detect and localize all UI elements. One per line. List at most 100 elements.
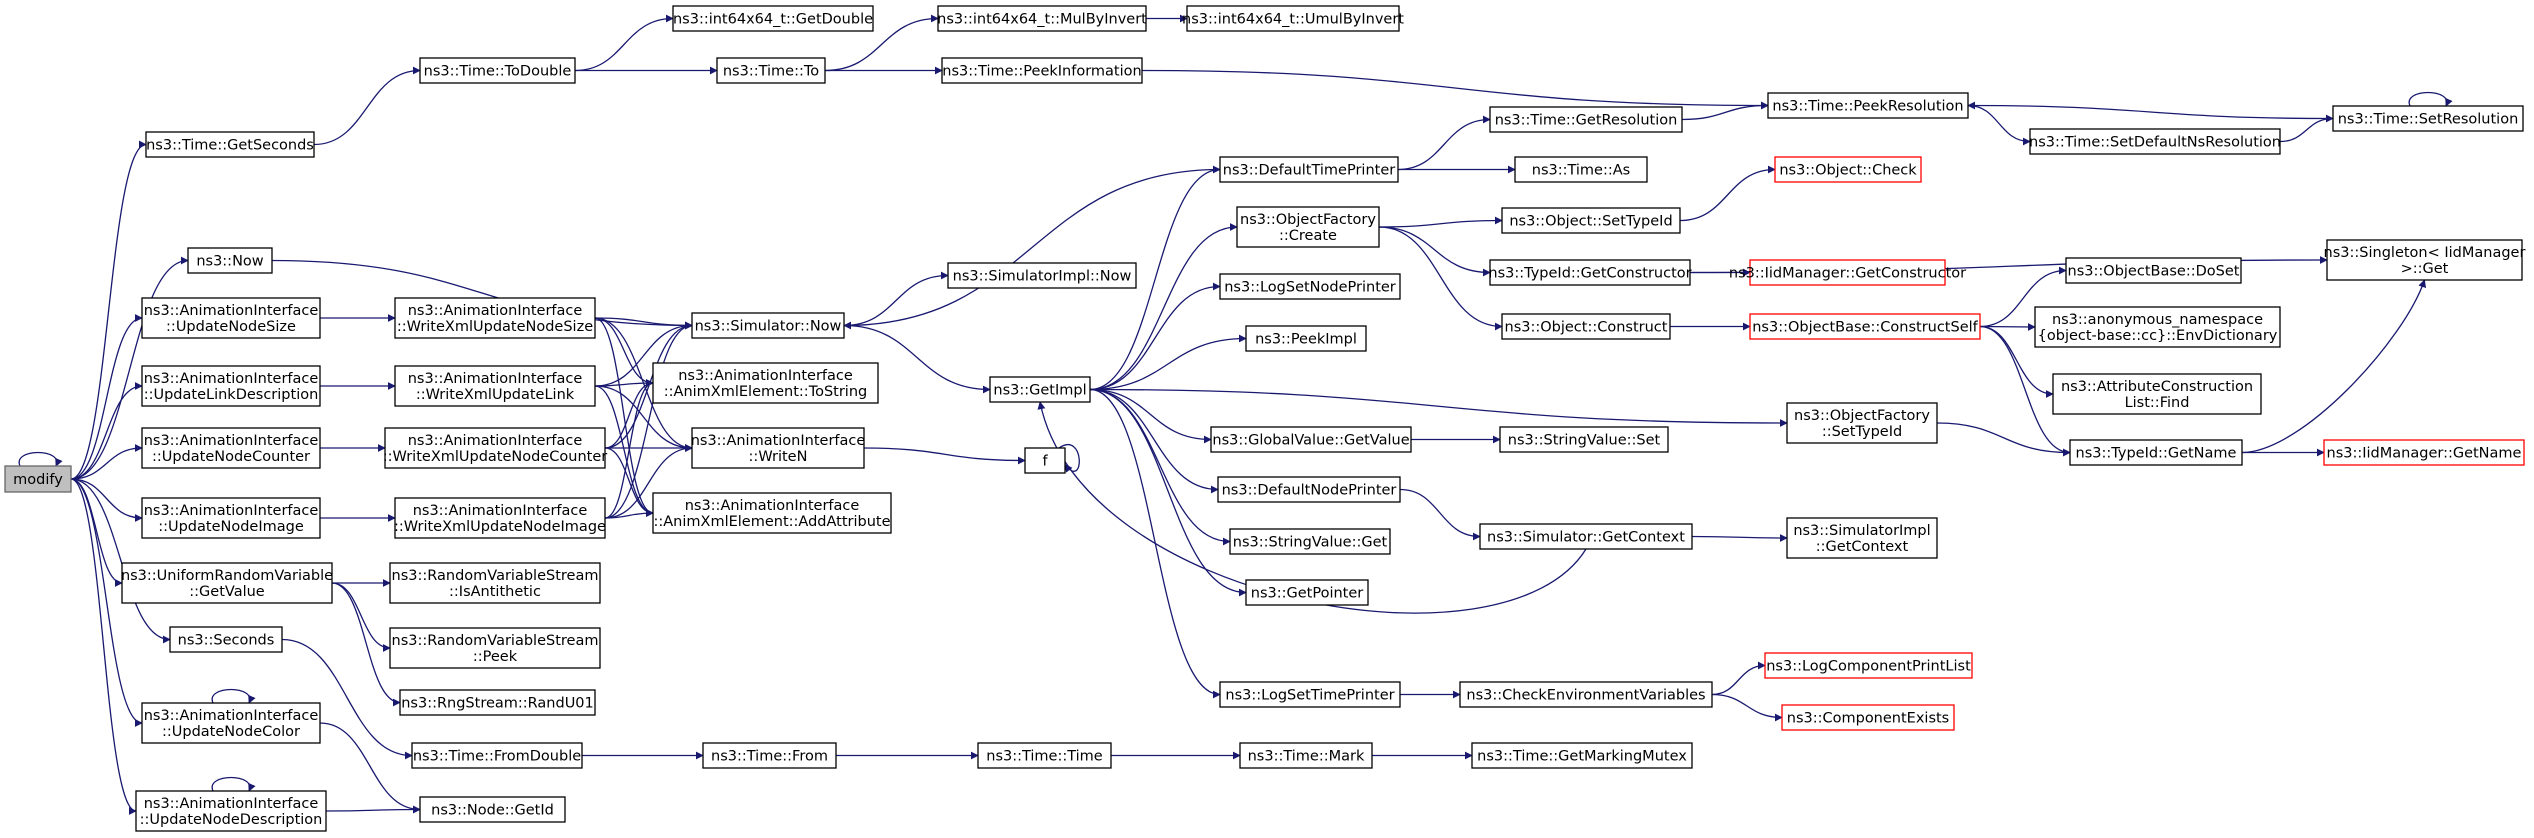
node-tidgetname[interactable]: ns3::TypeId::GetName — [2069, 439, 2243, 466]
node-updnodedesc[interactable]: ns3::AnimationInterface::UpdateNodeDescr… — [135, 790, 327, 832]
node-box[interactable] — [1219, 681, 1401, 708]
node-box[interactable] — [141, 427, 321, 469]
node-box[interactable] — [145, 131, 315, 158]
node-checkenv[interactable]: ns3::CheckEnvironmentVariables — [1459, 681, 1713, 708]
node-modify[interactable]: modify — [4, 465, 72, 493]
node-box[interactable] — [1479, 523, 1693, 550]
node-box[interactable] — [1774, 156, 1922, 183]
node-updlinkdesc[interactable]: ns3::AnimationInterface::UpdateLinkDescr… — [141, 365, 321, 407]
node-box[interactable] — [399, 689, 596, 716]
node-box[interactable] — [2065, 257, 2242, 284]
node-box[interactable] — [1219, 273, 1401, 300]
node-box[interactable] — [2029, 128, 2281, 155]
node-logsettimeprinter[interactable]: ns3::LogSetTimePrinter — [1219, 681, 1401, 708]
node-timeas[interactable]: ns3::Time::As — [1514, 156, 1648, 183]
node-box[interactable] — [135, 790, 327, 832]
node-updnodesize[interactable]: ns3::AnimationInterface::UpdateNodeSize — [141, 297, 321, 339]
node-ofcreate[interactable]: ns3::ObjectFactory::Create — [1236, 206, 1380, 248]
node-box[interactable] — [141, 497, 321, 539]
node-tostring[interactable]: ns3::AnimationInterface::AnimXmlElement:… — [652, 362, 879, 404]
node-box[interactable] — [2326, 239, 2523, 281]
node-box[interactable] — [384, 427, 606, 469]
node-timemark[interactable]: ns3::Time::Mark — [1239, 742, 1373, 769]
node-peekresolution[interactable]: ns3::Time::PeekResolution — [1767, 92, 1969, 119]
node-iidgetconstructor[interactable]: ns3::IidManager::GetConstructor — [1729, 259, 1966, 286]
node-getid[interactable]: ns3::Node::GetId — [419, 796, 566, 823]
node-simimplgetcontext[interactable]: ns3::SimulatorImpl::GetContext — [1786, 517, 1938, 559]
node-box[interactable] — [1186, 5, 1400, 32]
node-box[interactable] — [1239, 742, 1373, 769]
node-simnow[interactable]: ns3::Simulator::Now — [691, 312, 845, 339]
node-box[interactable] — [1459, 681, 1713, 708]
node-box[interactable] — [2069, 439, 2243, 466]
node-box[interactable] — [652, 362, 879, 404]
node-box[interactable] — [2332, 105, 2524, 132]
node-seconds[interactable]: ns3::Seconds — [169, 626, 283, 653]
node-rvspeek[interactable]: ns3::RandomVariableStream::Peek — [389, 627, 601, 669]
node-box[interactable] — [1229, 528, 1391, 555]
node-box[interactable] — [1236, 206, 1380, 248]
node-wxnodesize[interactable]: ns3::AnimationInterface::WriteXmlUpdateN… — [394, 297, 596, 339]
node-setdefaultns[interactable]: ns3::Time::SetDefaultNsResolution — [2029, 128, 2281, 155]
node-svset[interactable]: ns3::StringValue::Set — [1499, 426, 1669, 453]
node-addattr[interactable]: ns3::AnimationInterface::AnimXmlElement:… — [652, 492, 892, 534]
node-wxnodecounter[interactable]: ns3::AnimationInterface::WriteXmlUpdateN… — [383, 427, 607, 469]
node-setresolution[interactable]: ns3::Time::SetResolution — [2332, 105, 2524, 132]
node-box[interactable] — [1749, 259, 1946, 286]
node-getresolution[interactable]: ns3::Time::GetResolution — [1489, 106, 1683, 133]
node-rvsanti[interactable]: ns3::RandomVariableStream::IsAntithetic — [389, 562, 601, 604]
node-box[interactable] — [1514, 156, 1648, 183]
node-box[interactable] — [1749, 313, 1981, 340]
node-getimpl[interactable]: ns3::GetImpl — [989, 376, 1091, 403]
node-box[interactable] — [411, 742, 583, 769]
node-umulbyinvert[interactable]: ns3::int64x64_t::UmulByInvert — [1182, 5, 1404, 32]
node-box[interactable] — [1489, 106, 1683, 133]
node-box[interactable] — [1471, 742, 1693, 769]
node-box[interactable] — [691, 312, 845, 339]
node-box[interactable] — [394, 297, 596, 339]
node-box[interactable] — [1786, 517, 1938, 559]
node-box[interactable] — [1489, 259, 1691, 286]
node-componentexists[interactable]: ns3::ComponentExists — [1781, 704, 1955, 731]
node-box[interactable] — [702, 742, 837, 769]
node-box[interactable] — [947, 262, 1137, 289]
node-box[interactable] — [989, 376, 1091, 403]
node-box[interactable] — [419, 57, 576, 84]
node-box[interactable] — [394, 497, 606, 539]
node-box[interactable] — [141, 297, 321, 339]
node-box[interactable] — [1764, 652, 1973, 679]
node-tidgetconstructor[interactable]: ns3::TypeId::GetConstructor — [1488, 259, 1692, 286]
node-box[interactable] — [419, 796, 566, 823]
node-writen[interactable]: ns3::AnimationInterface::WriteN — [691, 427, 866, 469]
node-getseconds[interactable]: ns3::Time::GetSeconds — [145, 131, 315, 158]
node-timeto[interactable]: ns3::Time::To — [716, 57, 826, 84]
node-envdict[interactable]: ns3::anonymous_namespace{object-base::cc… — [2034, 306, 2281, 348]
node-box[interactable] — [1499, 426, 1669, 453]
node-objcheck[interactable]: ns3::Object::Check — [1774, 156, 1922, 183]
node-box[interactable] — [394, 365, 596, 407]
node-box[interactable] — [977, 742, 1112, 769]
node-box[interactable] — [187, 247, 273, 274]
node-now[interactable]: ns3::Now — [187, 247, 273, 274]
node-box[interactable] — [652, 492, 892, 534]
node-singletonget[interactable]: ns3::Singleton< IidManager>::Get — [2324, 239, 2526, 281]
node-getmarkingmutex[interactable]: ns3::Time::GetMarkingMutex — [1471, 742, 1693, 769]
node-box[interactable] — [937, 5, 1147, 32]
node-box[interactable] — [1245, 579, 1369, 606]
node-setypeid[interactable]: ns3::Object::SetTypeId — [1501, 207, 1681, 234]
node-box[interactable] — [1245, 325, 1367, 352]
node-ofsettypeid[interactable]: ns3::ObjectFactory::SetTypeId — [1786, 402, 1938, 444]
node-randu01[interactable]: ns3::RngStream::RandU01 — [399, 689, 596, 716]
node-deftimeprinter[interactable]: ns3::DefaultTimePrinter — [1219, 156, 1399, 183]
node-fromdouble[interactable]: ns3::Time::FromDouble — [411, 742, 583, 769]
node-box[interactable] — [389, 627, 601, 669]
node-f[interactable]: f — [1024, 447, 1066, 474]
node-box[interactable] — [672, 5, 874, 32]
node-box[interactable] — [141, 702, 321, 744]
node-box[interactable] — [1217, 476, 1401, 503]
node-timefrom[interactable]: ns3::Time::From — [702, 742, 837, 769]
node-urvgetvalue[interactable]: ns3::UniformRandomVariable::GetValue — [121, 562, 333, 604]
node-getpointer[interactable]: ns3::GetPointer — [1245, 579, 1369, 606]
node-wxnodeimage[interactable]: ns3::AnimationInterface::WriteXmlUpdateN… — [394, 497, 606, 539]
